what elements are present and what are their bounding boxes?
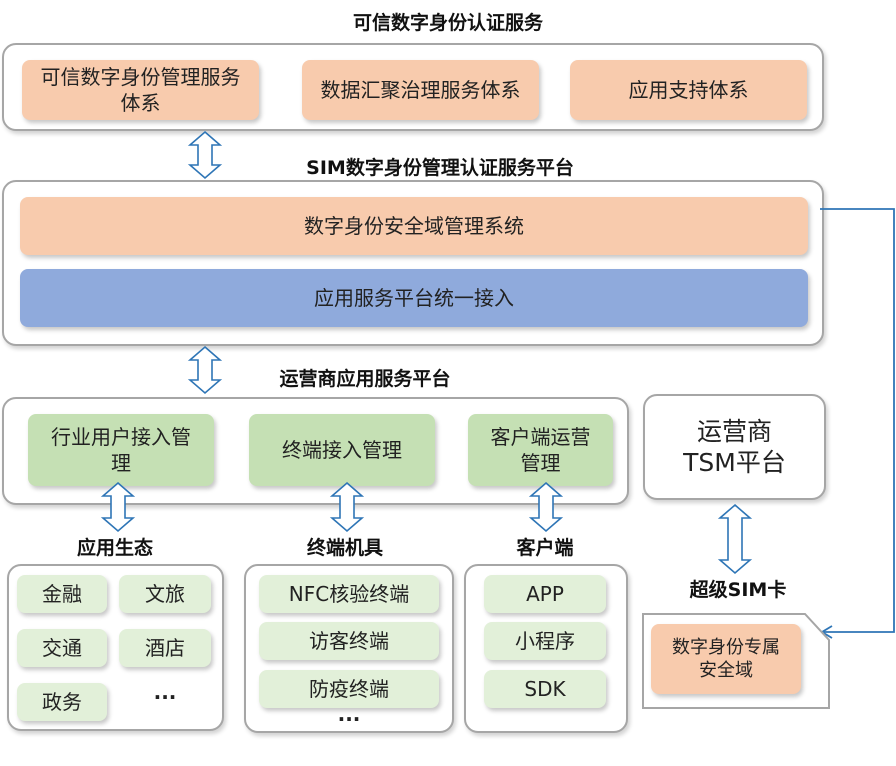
service-application-support-label: 应用支持体系 [628, 78, 749, 102]
sim-platform-frame: 数字身份安全域管理系统 应用服务平台统一接入 [2, 180, 824, 346]
client-item: APP [484, 575, 606, 613]
ecosystem-item: 酒店 [119, 629, 211, 667]
service-identity-management: 可信数字身份管理服务体系 [22, 60, 259, 120]
double-arrow-icon [187, 345, 223, 395]
module-client-operations: 客户端运营管理 [468, 414, 613, 486]
service-data-governance: 数据汇聚治理服务体系 [302, 60, 539, 120]
double-arrow-icon [187, 130, 223, 180]
ecosystem-item: 金融 [17, 575, 107, 613]
title-terminals: 终端机具 [306, 537, 383, 559]
sim-security-domain-label: 数字身份专属安全域 [672, 636, 780, 681]
client-frame: APP 小程序 SDK [464, 564, 628, 733]
service-identity-management-label: 可信数字身份管理服务体系 [40, 65, 241, 115]
terminal-more: ··· [337, 707, 361, 731]
double-arrow-icon [528, 481, 564, 533]
tsm-platform: 运营商TSM平台 [643, 394, 826, 500]
title-operator-platform: 运营商应用服务平台 [279, 368, 451, 390]
module-client-operations-label: 客户端运营管理 [490, 425, 591, 475]
ecosystem-item: 文旅 [119, 575, 211, 613]
ecosystem-item: 交通 [17, 629, 107, 667]
client-item: 小程序 [484, 622, 606, 660]
terminal-item: 访客终端 [259, 622, 439, 660]
app-ecosystem-frame: 金融 文旅 交通 酒店 政务 ··· [7, 564, 224, 731]
module-terminal-access: 终端接入管理 [249, 414, 435, 486]
double-arrow-icon [717, 503, 753, 575]
connector-arrow-icon [820, 208, 895, 639]
unified-access: 应用服务平台统一接入 [20, 269, 808, 327]
module-terminal-access-label: 终端接入管理 [282, 438, 402, 462]
service-data-governance-label: 数据汇聚治理服务体系 [320, 78, 521, 102]
sim-security-domain: 数字身份专属安全域 [651, 624, 801, 694]
title-sim-platform: SIM数字身份管理认证服务平台 [306, 157, 574, 179]
security-domain-system: 数字身份安全域管理系统 [20, 197, 808, 255]
service-application-support: 应用支持体系 [570, 60, 807, 120]
operator-platform-frame: 行业用户接入管理 终端接入管理 客户端运营管理 [2, 397, 629, 505]
terminal-item: 防疫终端 [259, 670, 439, 708]
module-industry-access-label: 行业用户接入管理 [51, 425, 191, 475]
module-industry-access: 行业用户接入管理 [28, 414, 214, 486]
title-app-ecosystem: 应用生态 [76, 537, 153, 559]
title-client: 客户端 [516, 537, 574, 559]
terminal-item: NFC核验终端 [259, 575, 439, 613]
ecosystem-more: ··· [153, 685, 177, 709]
client-item: SDK [484, 670, 606, 708]
title-trusted-service: 可信数字身份认证服务 [352, 12, 543, 34]
terminals-frame: NFC核验终端 访客终端 防疫终端 ··· [244, 564, 454, 733]
unified-access-label: 应用服务平台统一接入 [314, 286, 514, 310]
double-arrow-icon [329, 481, 365, 533]
ecosystem-item: 政务 [17, 683, 107, 721]
tsm-platform-label: 运营商TSM平台 [683, 416, 786, 477]
title-super-sim: 超级SIM卡 [689, 579, 787, 601]
double-arrow-icon [100, 481, 136, 533]
trusted-service-frame: 可信数字身份管理服务体系 数据汇聚治理服务体系 应用支持体系 [2, 43, 824, 131]
security-domain-system-label: 数字身份安全域管理系统 [304, 214, 524, 238]
